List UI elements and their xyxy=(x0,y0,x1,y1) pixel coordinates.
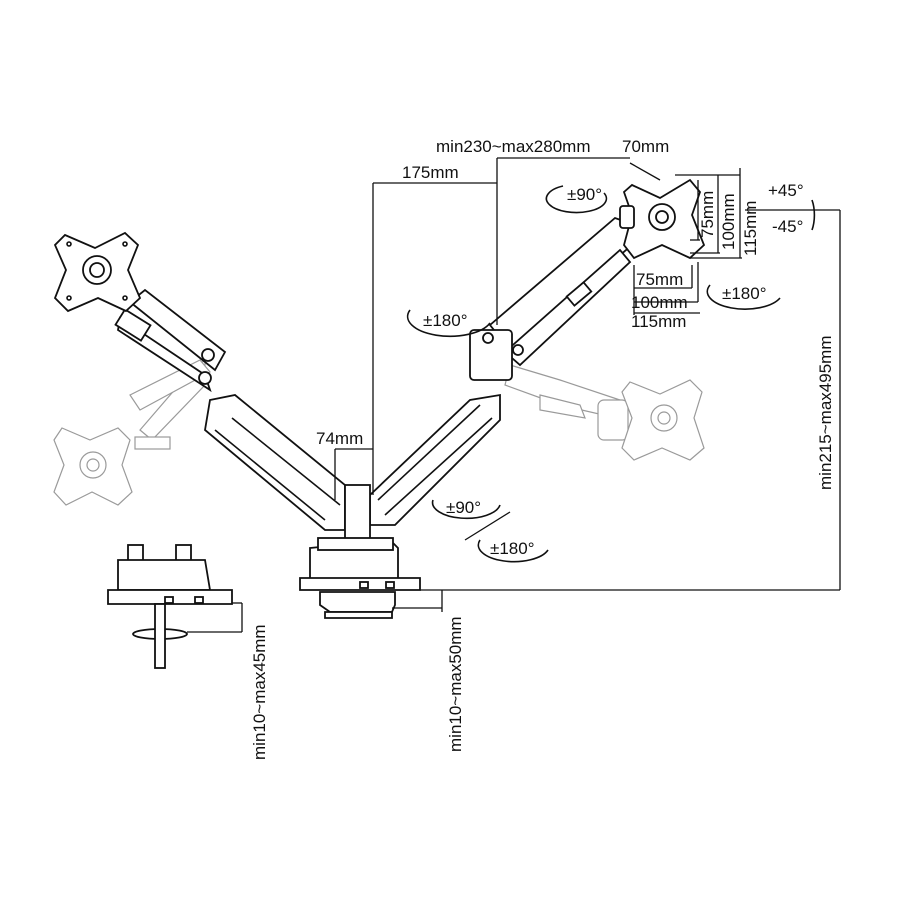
vesa-small-v-label: 75mm xyxy=(698,191,717,238)
rotation-badges xyxy=(406,185,816,563)
right-vesa-plate xyxy=(619,178,706,260)
vesa-large-h-label: 115mm xyxy=(631,312,686,331)
rotate-pole-180-label: ±180° xyxy=(490,539,535,558)
clamp-thickness-label: min10~max50mm xyxy=(446,616,465,752)
plate-offset-label: 70mm xyxy=(622,137,669,156)
pivot-top-label: ±90° xyxy=(567,185,602,204)
column-offset-label: 175mm xyxy=(402,163,459,182)
ghost-right-vesa-plate xyxy=(621,379,705,461)
left-vesa-plate xyxy=(53,231,142,313)
grommet-mount xyxy=(107,544,233,669)
vesa-mid-v-label: 100mm xyxy=(719,193,738,250)
height-range-label: min215~max495mm xyxy=(816,336,835,491)
ghost-right-arm xyxy=(504,364,629,441)
pole-width-label: 74mm xyxy=(316,429,363,448)
vesa-large-v-label: 115mm xyxy=(741,201,760,256)
left-upper-arm xyxy=(114,288,227,393)
rotate-pole-90-label: ±90° xyxy=(446,498,481,517)
rotate-vesa-label: ±180° xyxy=(722,284,767,303)
vesa-mid-h-label: 100mm xyxy=(631,293,688,312)
tilt-down-label: -45° xyxy=(772,217,803,236)
vesa-small-h-label: 75mm xyxy=(636,270,683,289)
tilt-up-label: +45° xyxy=(768,181,804,200)
center-pole-base xyxy=(299,484,421,619)
dimension-lines xyxy=(187,157,841,633)
left-forearm xyxy=(204,394,346,531)
rotate-arm-label: ±180° xyxy=(423,311,468,330)
grommet-thickness-label: min10~max45mm xyxy=(250,624,269,760)
right-upper-arm xyxy=(469,216,642,381)
arm-reach-label: min230~max280mm xyxy=(436,137,591,156)
ghost-left-vesa-plate xyxy=(53,427,133,506)
